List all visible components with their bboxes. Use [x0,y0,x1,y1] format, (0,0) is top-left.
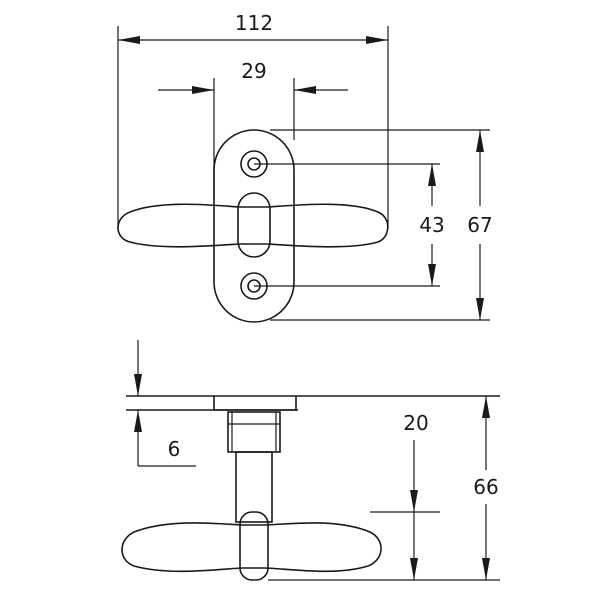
side-view [121,395,500,581]
handle-bar-side [121,522,382,573]
dimension-label-6: 6 [168,437,181,461]
handle-bar [117,203,389,248]
dimension-label-112: 112 [235,11,273,35]
flange-nut [227,411,281,453]
dimension-hole-spacing-vertical: 43 [254,163,445,287]
dimension-label-67: 67 [467,213,492,237]
dimension-label-20: 20 [403,411,428,435]
dimension-label-43: 43 [419,213,444,237]
dimension-label-66: 66 [473,475,498,499]
dimension-overall-width: 112 [117,11,389,228]
dimension-plate-height: 67 [270,129,493,321]
dimension-label-29: 29 [241,59,266,83]
dimension-total-height: 66 [268,396,500,581]
stem [235,451,273,523]
dimension-stem-length: 20 [370,411,440,580]
handle-hub [237,192,271,258]
plate-profile [213,396,297,411]
top-view [117,129,389,323]
handle-hub-side [239,511,269,581]
mounting-plate [213,129,295,323]
dimension-plate-thickness: 6 [134,340,196,467]
